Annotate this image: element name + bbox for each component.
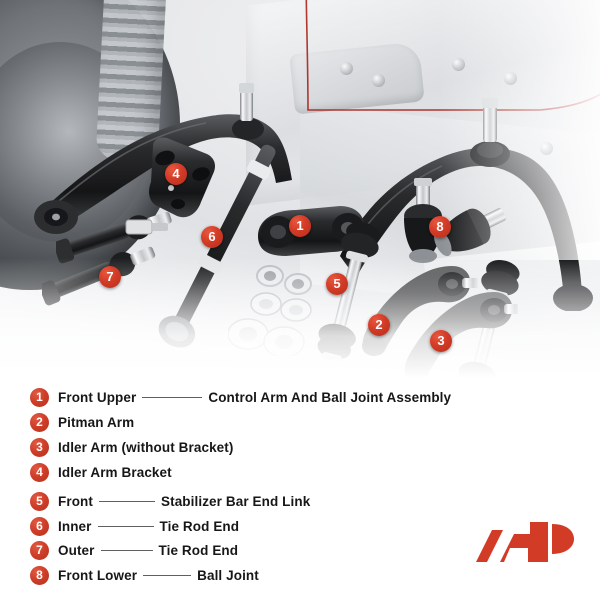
background-bolt-icon: [372, 74, 385, 87]
legend-badge-5: 5: [30, 491, 49, 511]
callout-badge-4[interactable]: 4: [165, 163, 187, 185]
callout-badge-7[interactable]: 7: [99, 266, 121, 288]
legend-row-3: 3 Idler Arm (without Bracket): [30, 436, 233, 458]
legend-badge-3: 3: [30, 437, 49, 457]
legend-row-2: 2 Pitman Arm: [30, 411, 134, 433]
legend-label-right-6: Tie Rod End: [159, 518, 240, 534]
red-accent-sweep-line: [305, 0, 600, 111]
parts-legend: 1 Front Upper Control Arm And Ball Joint…: [0, 378, 600, 600]
legend-label-right-8: Ball Joint: [197, 567, 259, 583]
legend-badge-4: 4: [30, 462, 49, 482]
callout-badge-6[interactable]: 6: [201, 226, 223, 248]
legend-label-left-7: Outer: [58, 542, 95, 558]
legend-row-1: 1 Front Upper Control Arm And Ball Joint…: [30, 386, 451, 408]
legend-badge-1: 1: [30, 387, 49, 407]
legend-row-4: 4 Idler Arm Bracket: [30, 461, 172, 483]
legend-label-right-5: Stabilizer Bar End Link: [161, 493, 311, 509]
legend-leader-line-8: [143, 574, 192, 576]
product-photo: 1 2 3 4 5 6 7 8: [0, 0, 600, 378]
legend-label-left-4: Idler Arm Bracket: [58, 464, 172, 480]
legend-label-left-2: Pitman Arm: [58, 414, 135, 430]
left-upper-control-arm: [34, 83, 292, 234]
legend-leader-line-1: [142, 396, 203, 398]
legend-row-8: 8 Front Lower Ball Joint: [30, 564, 259, 586]
legend-badge-2: 2: [30, 412, 49, 432]
legend-label-left-8: Front Lower: [58, 567, 138, 583]
brand-logo-a-premium-icon: [476, 522, 574, 562]
legend-leader-line-6: [97, 525, 154, 527]
callout-badge-2[interactable]: 2: [368, 314, 390, 336]
legend-label-left-5: Front: [58, 493, 93, 509]
legend-badge-6: 6: [30, 516, 49, 536]
legend-badge-7: 7: [30, 540, 49, 560]
legend-leader-line-7: [100, 549, 153, 551]
legend-row-5: 5 Front Stabilizer Bar End Link: [30, 490, 310, 512]
legend-label-left-1: Front Upper: [58, 389, 137, 405]
legend-row-6: 6 Inner Tie Rod End: [30, 515, 239, 537]
callout-badge-8[interactable]: 8: [429, 216, 451, 238]
hardware-nuts-and-washers: [228, 265, 312, 356]
legend-badge-8: 8: [30, 565, 49, 585]
legend-label-right-7: Tie Rod End: [158, 542, 239, 558]
outer-tie-rod-end-b: [42, 246, 156, 306]
legend-label-right-1: Control Arm And Ball Joint Assembly: [208, 389, 452, 405]
callout-badge-1[interactable]: 1: [289, 215, 311, 237]
hardware-castle-nut-small: [125, 219, 168, 235]
legend-label-left-3: Idler Arm (without Bracket): [58, 439, 234, 455]
idler-arm: [404, 292, 518, 378]
callout-badge-3[interactable]: 3: [430, 330, 452, 352]
legend-label-left-6: Inner: [58, 518, 92, 534]
background-bolt-icon: [340, 62, 353, 75]
legend-row-7: 7 Outer Tie Rod End: [30, 539, 238, 561]
legend-leader-line-5: [99, 500, 155, 502]
callout-badge-5[interactable]: 5: [326, 273, 348, 295]
